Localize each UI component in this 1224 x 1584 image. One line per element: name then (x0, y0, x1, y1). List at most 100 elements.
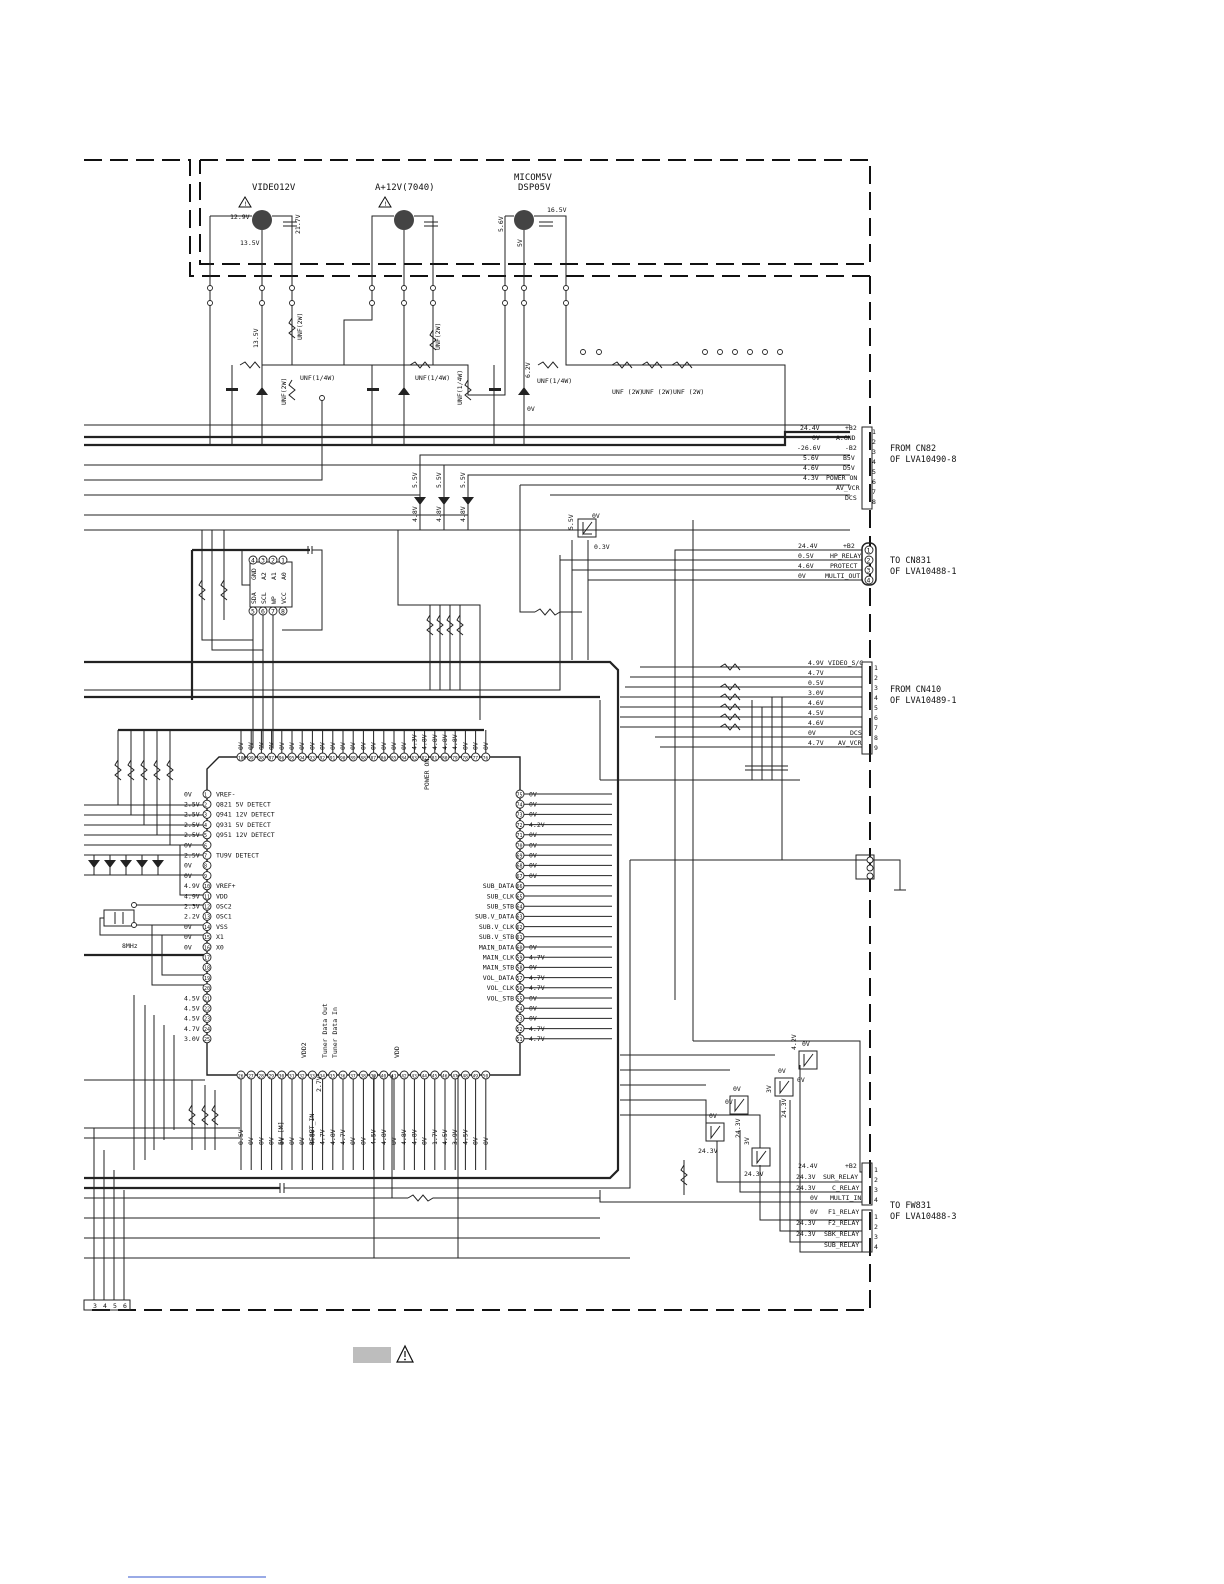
diode-voltage: 4.8V (411, 506, 419, 522)
mcu-pin-top: 804.8V (440, 730, 450, 762)
svg-text:F2_RELAY: F2_RELAY (828, 1219, 859, 1227)
svg-text:OSC1: OSC1 (216, 913, 232, 921)
svg-text:4.9V: 4.9V (184, 882, 200, 890)
svg-text:0V: 0V (184, 933, 192, 941)
svg-text:+B2: +B2 (845, 1162, 857, 1170)
svg-text:0V: 0V (810, 1194, 818, 1202)
regulator-voltage: UNF (2W) (673, 388, 704, 396)
svg-text:2: 2 (874, 674, 878, 682)
svg-text:0V: 0V (184, 790, 192, 798)
svg-text:4.5V: 4.5V (184, 1005, 200, 1013)
svg-text:81: 81 (432, 756, 438, 762)
warning-icon: ! (238, 196, 252, 208)
svg-text:5: 5 (872, 468, 876, 476)
mcu-pin-bottom: 473.9V (450, 1070, 460, 1170)
transistor-voltage: 5.5V (567, 514, 575, 530)
svg-text:+B2: +B2 (845, 424, 857, 432)
transistor-voltage: 24.3V (744, 1170, 764, 1178)
svg-text:24.4V: 24.4V (800, 424, 820, 432)
mcu-pin-left: 214.5V (184, 993, 212, 1003)
svg-text:57: 57 (517, 976, 523, 982)
svg-text:2: 2 (874, 1176, 878, 1184)
svg-text:25: 25 (204, 1037, 210, 1043)
fw831-pin: 124.4V+B2 (798, 1162, 878, 1174)
mcu-pin-bottom: 424.8V (399, 1070, 409, 1170)
svg-text:87: 87 (371, 756, 377, 762)
svg-text:X1: X1 (216, 933, 224, 941)
svg-text:VDD: VDD (216, 892, 228, 900)
svg-text:51: 51 (517, 1037, 523, 1043)
svg-text:83: 83 (411, 756, 417, 762)
left-edge-pin: 6 (123, 1302, 127, 1310)
svg-text:0V: 0V (184, 943, 192, 951)
svg-text:76: 76 (483, 756, 489, 762)
svg-text:38: 38 (360, 1074, 366, 1080)
svg-text:SUB.V_CLK: SUB.V_CLK (479, 923, 514, 931)
svg-text:16: 16 (204, 945, 210, 951)
rail-video12v: VIDEO12V (252, 183, 296, 193)
cn831-title: TO CN831 (890, 556, 931, 566)
svg-text:0V: 0V (184, 872, 192, 880)
eeprom-bottom-pin: 7WP (268, 596, 278, 616)
svg-text:9: 9 (874, 744, 878, 752)
svg-text:SDA: SDA (250, 592, 258, 604)
svg-text:43: 43 (411, 1074, 417, 1080)
mcu-pin-left: 20 (202, 983, 212, 993)
svg-text:61: 61 (517, 935, 523, 941)
bus-lines (84, 660, 631, 1259)
svg-text:4: 4 (874, 694, 878, 702)
mcu-pin-bottom: 334.8V (307, 1070, 317, 1170)
cn410-pin: 64.5V (808, 709, 878, 722)
svg-text:58: 58 (517, 966, 523, 972)
svg-text:SUB_DATA: SUB_DATA (483, 882, 514, 890)
svg-text:VOL_STB: VOL_STB (487, 994, 514, 1002)
mcu-pin-top: 814.8V (430, 730, 440, 762)
cn82-title: FROM CN82 (890, 444, 936, 454)
svg-text:5: 5 (874, 704, 878, 712)
svg-text:32: 32 (299, 1074, 305, 1080)
svg-text:56: 56 (517, 986, 523, 992)
svg-text:74: 74 (517, 803, 523, 809)
svg-text:30: 30 (279, 1074, 285, 1080)
svg-text:3: 3 (872, 448, 876, 456)
svg-text:55: 55 (517, 996, 523, 1002)
svg-text:2.5V: 2.5V (184, 811, 200, 819)
svg-text:A1: A1 (270, 572, 278, 580)
svg-text:49: 49 (473, 1074, 479, 1080)
regulator-voltage: 13.5V (252, 328, 260, 348)
mcu-function-label: RESET_IN (308, 1114, 316, 1145)
cn82-pin: 7AV_VCR (836, 484, 876, 496)
svg-text:72: 72 (517, 823, 523, 829)
svg-text:36: 36 (340, 1074, 346, 1080)
regulator-voltage: 16.5V (547, 206, 567, 214)
svg-text:46: 46 (442, 1074, 448, 1080)
svg-text:4: 4 (867, 577, 871, 585)
svg-text:37: 37 (350, 1074, 356, 1080)
mcu-pin-bottom: 434.8V (409, 1070, 419, 1170)
